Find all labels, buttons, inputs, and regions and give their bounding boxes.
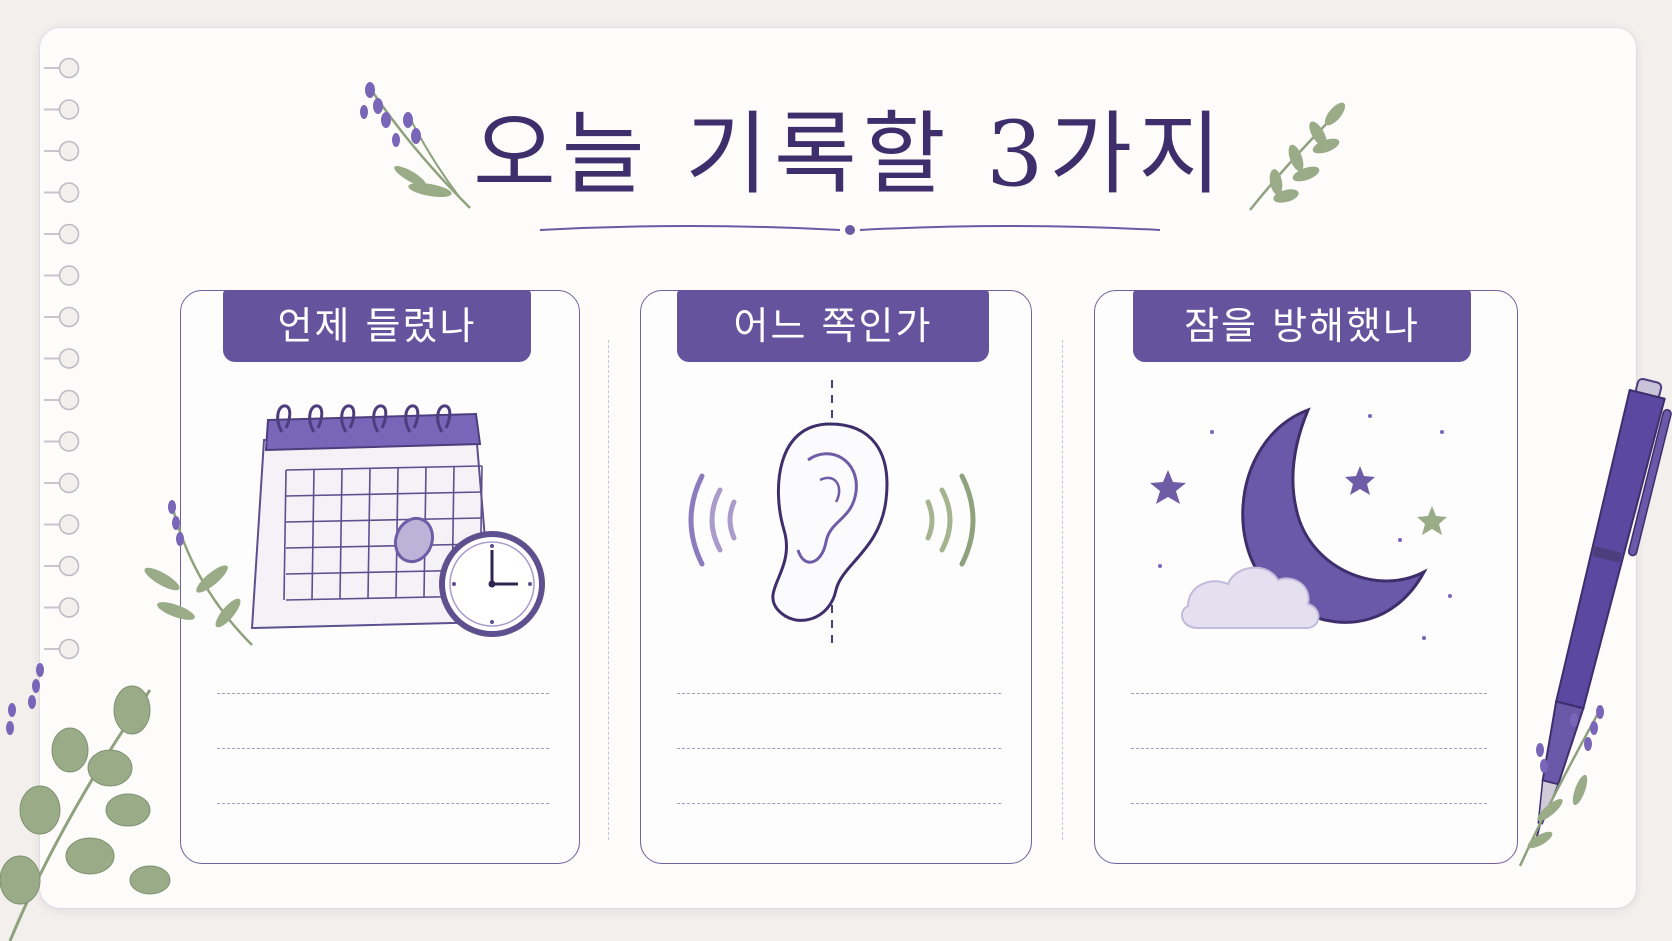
- calendar-ring: [276, 404, 292, 433]
- ear-icon: [688, 380, 976, 650]
- calendar-grid-line: [285, 465, 483, 471]
- lavender-sprig-icon: [1518, 705, 1604, 867]
- calendar-grid-line: [339, 468, 343, 599]
- calendar-ring: [308, 404, 324, 433]
- writing-line: [677, 748, 1001, 749]
- writing-line: [677, 803, 1001, 804]
- card-label: 어느 쪽인가: [677, 290, 989, 362]
- binder-hole: [58, 389, 80, 411]
- title-area: 오늘 기록할 3가지: [470, 90, 1230, 240]
- calendar-ring: [436, 404, 452, 433]
- writing-line: [217, 748, 549, 749]
- calendar-grid-line: [285, 517, 483, 523]
- eucalyptus-sprig-icon: [0, 663, 171, 941]
- binder-hole: [58, 140, 80, 162]
- card-label: 잠을 방해했나: [1133, 290, 1471, 362]
- binder-hole: [58, 597, 80, 618]
- lavender-sprig-icon: [144, 500, 253, 646]
- writing-line: [217, 803, 549, 804]
- lavender-sprig-icon: [360, 82, 471, 209]
- column-divider: [608, 340, 609, 840]
- calendar-grid-line: [311, 469, 315, 600]
- calendar-ring: [404, 404, 420, 433]
- writing-line: [1131, 803, 1487, 804]
- writing-line: [677, 693, 1001, 694]
- moon-cloud-icon: [1150, 407, 1452, 640]
- writing-lines: [217, 693, 549, 858]
- binder-hole: [58, 431, 80, 452]
- title-underline: [539, 225, 1161, 235]
- writing-line: [1131, 748, 1487, 749]
- calendar-clock-icon: [250, 404, 545, 637]
- binder-hole: [58, 223, 80, 245]
- calendar-ring: [340, 404, 356, 433]
- writing-line: [1131, 693, 1487, 694]
- page-title: 오늘 기록할 3가지: [472, 102, 1228, 207]
- binder-hole: [58, 638, 80, 660]
- binder-hole: [58, 99, 80, 120]
- binder-hole: [58, 57, 80, 79]
- writing-line: [217, 693, 549, 694]
- calendar-grid-line: [367, 468, 371, 599]
- binder-hole: [58, 265, 80, 286]
- binder-hole: [58, 348, 80, 369]
- binder-holes: [44, 57, 80, 660]
- calendar-grid-line: [283, 469, 287, 601]
- binder-hole: [58, 555, 80, 577]
- card-label: 언제 들렸나: [223, 290, 531, 362]
- leaf-sprig-icon: [1249, 102, 1346, 211]
- writing-lines: [677, 693, 1001, 858]
- calendar-ring: [372, 404, 388, 433]
- binder-hole: [58, 182, 80, 203]
- binder-hole: [58, 472, 80, 494]
- column-divider: [1062, 340, 1063, 840]
- binder-hole: [58, 306, 80, 328]
- binder-hole: [58, 514, 80, 535]
- calendar-grid-line: [285, 543, 483, 549]
- calendar-grid-line: [285, 491, 483, 497]
- writing-lines: [1131, 693, 1487, 858]
